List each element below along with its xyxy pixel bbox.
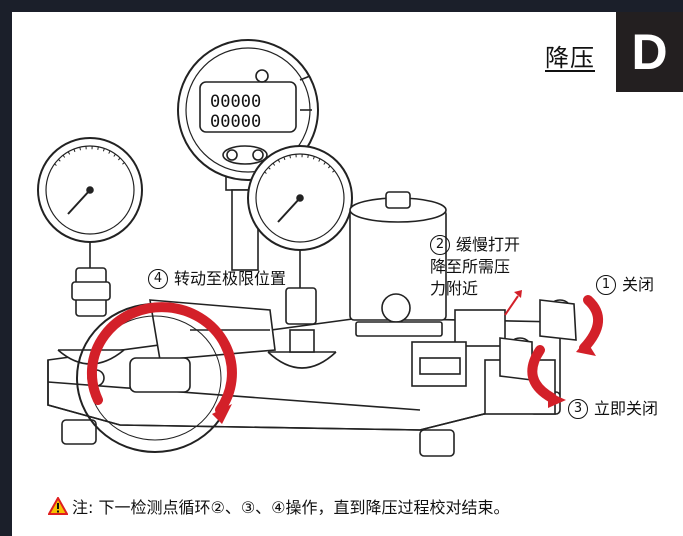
step-number: 4	[148, 269, 168, 289]
step-text-line2: 降至所需压	[430, 257, 511, 276]
step-number: 1	[596, 275, 616, 295]
step-2-annotation: 2 缓慢打开 降至所需压 力附近	[430, 234, 520, 300]
instruction-page	[12, 12, 683, 536]
section-title: 降压	[545, 44, 595, 72]
step-3-annotation: 3 立即关闭	[568, 398, 658, 420]
section-badge: D	[616, 12, 683, 92]
note-text: 注: 下一检测点循环②、③、④操作，直到降压过程校对结束。	[72, 498, 510, 517]
footer-note: 注: 下一检测点循环②、③、④操作，直到降压过程校对结束。	[48, 494, 510, 518]
step-1-annotation: 1 关闭	[596, 274, 654, 296]
display-reading-top: 00000	[210, 92, 261, 112]
step-text: 立即关闭	[594, 399, 659, 418]
step-text-line1: 缓慢打开	[456, 235, 521, 254]
step-number: 2	[430, 235, 450, 255]
step-text: 转动至极限位置	[174, 269, 287, 288]
rotate-handwheel-arrow	[86, 302, 237, 415]
step-4-annotation: 4 转动至极限位置	[148, 268, 286, 290]
display-reading-bottom: 00000	[210, 112, 261, 132]
close-valve-immediate-arrow	[527, 345, 557, 403]
step-text-line3: 力附近	[430, 279, 479, 298]
step-text: 关闭	[622, 275, 655, 294]
warning-triangle-icon	[48, 497, 68, 515]
step-number: 3	[568, 399, 588, 419]
